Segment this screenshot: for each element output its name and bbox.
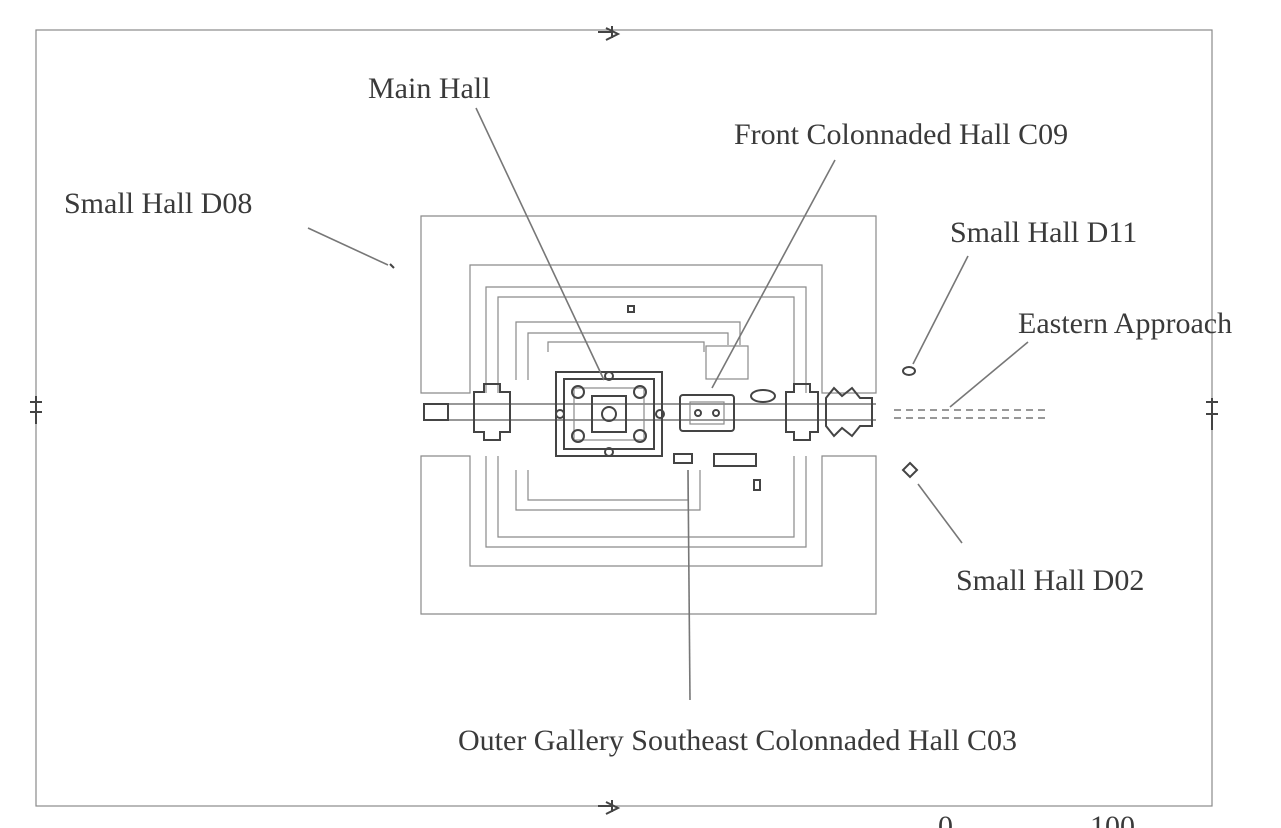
label-small-hall-d11: Small Hall D11	[950, 216, 1137, 249]
label-eastern-approach: Eastern Approach	[1018, 307, 1232, 340]
label-front-colonnaded-hall: Front Colonnaded Hall C09	[734, 118, 1068, 151]
west-terminus	[423, 403, 449, 421]
north-gate-marker	[598, 26, 621, 41]
north-annex	[705, 345, 749, 380]
south-gate-marker	[598, 800, 621, 815]
eastern-approach-path	[894, 409, 1045, 419]
main-hall-complex	[555, 371, 665, 457]
front-colonnaded-hall	[679, 394, 735, 432]
middle-gallery-south	[485, 456, 807, 548]
label-small-hall-d02: Small Hall D02	[956, 564, 1144, 597]
leader-small-hall-d11	[912, 255, 969, 365]
leader-eastern-approach	[949, 341, 1029, 408]
label-outer-gallery: Outer Gallery Southeast Colonnaded Hall …	[458, 724, 1017, 757]
central-axis	[424, 403, 876, 421]
scale-bar-start: 0	[938, 810, 953, 828]
leader-front-colonnaded-hall	[711, 159, 836, 389]
leader-outer-gallery	[687, 469, 691, 701]
south-annex-a	[673, 453, 693, 464]
inner-gallery-south	[515, 470, 701, 511]
west-gate	[473, 383, 511, 441]
scale-bar-end: 100	[1090, 810, 1135, 828]
inner-gallery-north	[515, 321, 741, 380]
label-small-hall-d08: Small Hall D08	[64, 187, 252, 220]
east-gate	[785, 383, 819, 441]
north-pavilion-oval	[750, 389, 776, 403]
small-hall-d11-shape	[902, 366, 916, 376]
west-gate-marker	[30, 396, 42, 424]
small-hall-d02-shape	[901, 461, 919, 479]
outer-gallery-north	[420, 215, 877, 394]
label-main-hall: Main Hall	[368, 72, 490, 105]
middle-gallery-north	[485, 286, 807, 393]
east-gate-marker	[1206, 398, 1218, 430]
south-annex-c	[753, 479, 761, 491]
outer-gallery-south	[420, 455, 877, 615]
north-marker-block	[627, 305, 635, 313]
eastern-gate-pavilion	[825, 386, 873, 438]
leader-small-hall-d02	[917, 483, 963, 544]
south-annex-b	[713, 453, 757, 467]
inner-hall-north	[547, 341, 705, 352]
leader-main-hall	[475, 107, 605, 381]
leader-small-hall-d08	[307, 227, 389, 266]
small-hall-d08-shape	[389, 263, 395, 269]
